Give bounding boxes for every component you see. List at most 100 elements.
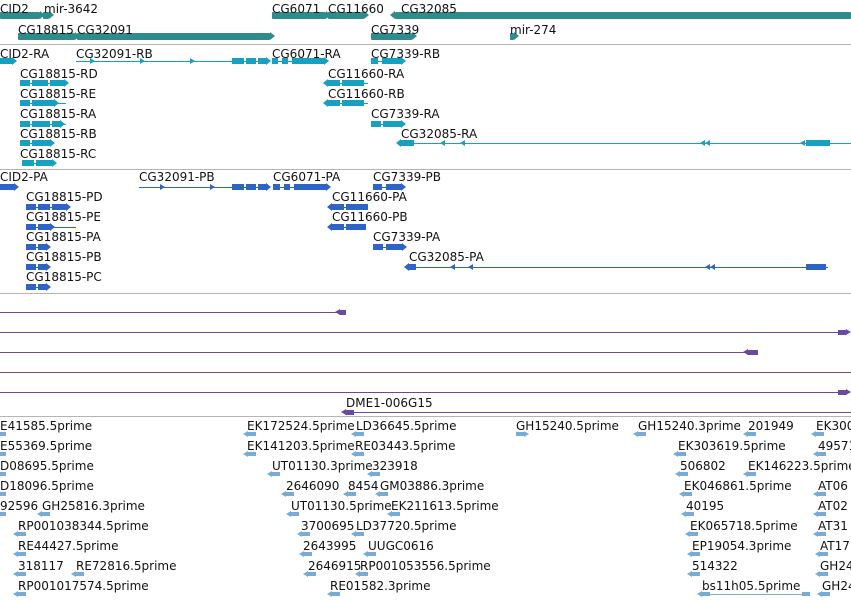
strand-left-arrow-icon xyxy=(811,431,816,437)
feature-exon-bar xyxy=(373,184,382,190)
feature-exon-bar xyxy=(22,160,34,166)
feature-exon-bar xyxy=(308,572,316,576)
feature-exon-bar xyxy=(686,512,694,516)
feature-exon-bar xyxy=(282,58,288,64)
feature-exon-bar xyxy=(348,492,356,496)
feature-label: RP001038344.5prime xyxy=(18,519,149,533)
feature-exon-bar xyxy=(26,244,36,250)
feature-label: 3700695 xyxy=(301,519,355,533)
feature-label: GH25816.3prime xyxy=(42,499,145,513)
feature-exon-bar xyxy=(43,12,49,19)
strand-left-arrow-icon xyxy=(375,491,380,497)
feature-label: CG18815-RC xyxy=(20,147,97,161)
strand-left-arrow-icon xyxy=(363,551,368,557)
strand-left-arrow-icon xyxy=(387,511,392,517)
feature-exon-bar xyxy=(38,244,46,250)
feature-exon-bar xyxy=(246,58,256,64)
strand-right-arrow-icon xyxy=(50,139,55,147)
strand-left-arrow-icon xyxy=(327,591,332,597)
feature-label: CG11660-RB xyxy=(328,87,405,101)
feature-label: EK141203.5prime xyxy=(247,439,355,453)
feature-exon-bar xyxy=(395,12,851,19)
feature-exon-bar xyxy=(822,592,830,596)
strand-right-arrow-icon xyxy=(46,263,51,271)
feature-label: GM03886.3prime xyxy=(380,479,485,493)
feature-exon-bar xyxy=(273,184,280,190)
feature-exon-bar xyxy=(18,532,26,536)
feature-exon-bar xyxy=(371,121,381,127)
feature-label: 2646915 xyxy=(308,559,362,573)
feature-label: RE01582.3prime xyxy=(330,579,431,593)
feature-label: mir-3642 xyxy=(44,2,99,16)
strand-left-arrow-icon xyxy=(743,349,748,355)
feature-exon-bar xyxy=(802,592,810,596)
track-separator xyxy=(0,416,851,417)
feature-label: CG32085-PA xyxy=(409,250,484,264)
feature-intron-line xyxy=(26,247,46,248)
strand-right-arrow-icon xyxy=(846,329,851,335)
strand-left-arrow-icon xyxy=(813,511,818,517)
feature-label: 201949 xyxy=(748,419,794,433)
feature-label: CG11660 xyxy=(328,2,384,16)
feature-label: RP001053556.5prime xyxy=(360,559,491,573)
strand-left-arrow-icon xyxy=(396,139,401,147)
strand-right-arrow-icon xyxy=(64,79,69,87)
feature-exon-bar xyxy=(332,592,340,596)
feature-intron-line xyxy=(0,372,851,373)
feature-exon-bar xyxy=(26,224,36,230)
strand-left-arrow-icon xyxy=(460,140,465,146)
feature-exon-bar xyxy=(50,80,64,86)
feature-exon-bar xyxy=(346,224,366,230)
feature-exon-bar xyxy=(20,100,30,106)
strand-right-arrow-icon xyxy=(266,57,271,65)
strand-right-arrow-icon xyxy=(40,11,45,19)
feature-label: CID2 xyxy=(0,2,29,16)
feature-exon-bar xyxy=(680,472,688,476)
feature-exon-bar xyxy=(806,140,830,146)
feature-exon-bar xyxy=(401,140,414,146)
feature-label: CG32091-RB xyxy=(76,47,153,61)
feature-exon-bar xyxy=(409,264,416,270)
feature-intron-line xyxy=(702,594,810,595)
strand-left-arrow-icon xyxy=(390,11,395,19)
strand-left-arrow-icon xyxy=(323,99,328,107)
strand-right-arrow-icon xyxy=(140,58,145,64)
feature-exon-bar xyxy=(258,184,266,190)
strand-left-arrow-icon xyxy=(813,531,818,537)
strand-left-arrow-icon xyxy=(687,551,692,557)
strand-left-arrow-icon xyxy=(633,431,638,437)
feature-exon-bar xyxy=(248,432,256,436)
feature-exon-bar xyxy=(356,452,364,456)
feature-intron-line xyxy=(76,61,268,62)
strand-right-arrow-icon xyxy=(50,223,55,231)
feature-label: CG7339-PA xyxy=(373,230,441,244)
feature-label: CG32091-PB xyxy=(139,170,215,184)
feature-label: CG7339-RB xyxy=(371,47,441,61)
feature-exon-bar xyxy=(248,452,256,456)
feature-exon-bar xyxy=(0,184,14,190)
feature-exon-bar xyxy=(748,472,756,476)
feature-exon-bar xyxy=(516,432,524,436)
feature-label: LD37720.5prime xyxy=(356,519,457,533)
feature-label: E41585.5prime xyxy=(0,419,93,433)
strand-left-arrow-icon xyxy=(705,140,710,146)
feature-exon-bar xyxy=(258,58,266,64)
strand-left-arrow-icon xyxy=(468,264,473,270)
strand-right-arrow-icon xyxy=(46,283,51,291)
feature-label: RP001017574.5prime xyxy=(18,579,149,593)
feature-exon-bar xyxy=(232,58,244,64)
feature-exon-bar xyxy=(18,552,26,556)
feature-intron-line xyxy=(0,332,846,333)
strand-right-arrow-icon xyxy=(46,243,51,251)
strand-left-arrow-icon xyxy=(813,491,818,497)
feature-exon-bar xyxy=(76,572,84,576)
feature-exon-bar xyxy=(371,58,378,64)
feature-exon-bar xyxy=(20,80,30,86)
feature-exon-bar xyxy=(386,244,402,250)
strand-right-arrow-icon xyxy=(514,32,519,40)
feature-exon-bar xyxy=(332,204,344,210)
feature-exon-bar xyxy=(382,58,401,64)
feature-exon-bar xyxy=(373,244,383,250)
strand-right-arrow-icon xyxy=(54,99,59,107)
feature-label: EK300 xyxy=(816,419,851,433)
